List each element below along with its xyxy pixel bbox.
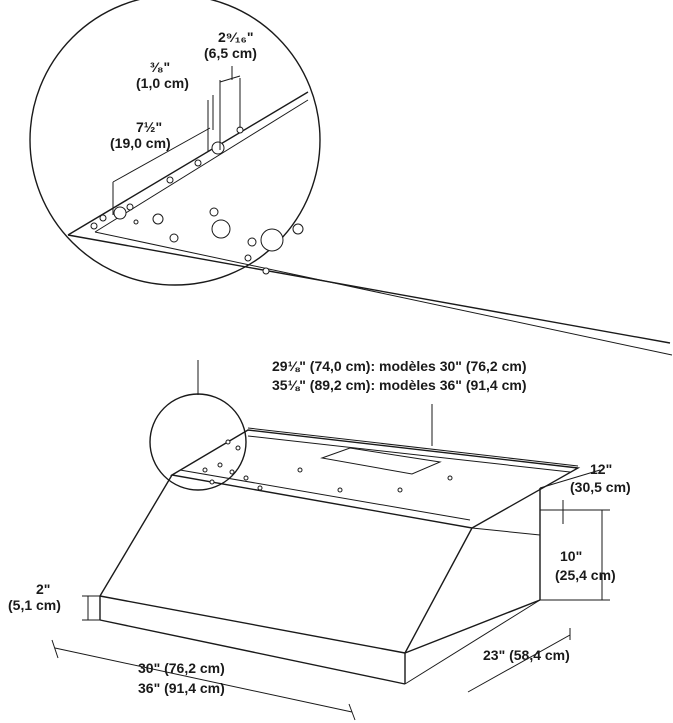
hood-top-flange-back <box>247 435 571 473</box>
hood-vent-cutout <box>320 447 442 475</box>
dim-a-cm: (6,5 cm) <box>204 45 257 61</box>
hood-side-top <box>471 527 541 536</box>
dim-b-cm: (1,0 cm) <box>136 75 189 91</box>
front-width-line-1: 30" (76,2 cm) <box>138 660 225 676</box>
hood-top-panel <box>170 429 581 529</box>
dim-a-inch: 2⁹⁄₁₆" <box>218 29 254 45</box>
front-height-cm: (5,1 cm) <box>8 597 61 613</box>
hood-left-slope-edge <box>99 474 173 597</box>
top-depth-cm: (30,5 cm) <box>570 479 631 495</box>
top-depth-inch: 12" <box>590 461 612 477</box>
top-width-line-1: 29⅛" (74,0 cm): modèles 30" (76,2 cm) <box>272 358 527 374</box>
front-height-inch: 2" <box>36 581 50 597</box>
front-width-line-2: 36" (91,4 cm) <box>138 680 225 696</box>
detail-dimension-lines <box>112 66 241 215</box>
plate-top-edge <box>67 91 309 236</box>
dim-c-inch: 7½" <box>136 119 162 135</box>
range-hood <box>99 429 581 685</box>
plate-top-edge-inner <box>94 99 309 233</box>
dim-c-cm: (19,0 cm) <box>110 135 171 151</box>
plate-front-edge-inner <box>94 231 673 356</box>
detail-callout-circle <box>149 393 247 491</box>
hood-front-strip-top <box>99 595 406 654</box>
magnifier-circle <box>29 0 321 286</box>
hood-front-slope-edge <box>404 527 473 654</box>
detail-magnifier: 2⁹⁄₁₆" (6,5 cm) ³⁄₈" (1,0 cm) 7½" (19,0 … <box>29 0 673 395</box>
plate-front-edge <box>67 234 671 344</box>
dim-b-inch: ³⁄₈" <box>150 59 170 75</box>
height-inch: 10" <box>560 548 582 564</box>
hood-top-holes <box>202 439 453 493</box>
hood-bottom-side-edge <box>404 599 541 685</box>
hood-top-flange <box>179 469 471 521</box>
plate-holes <box>90 126 304 275</box>
height-cm: (25,4 cm) <box>555 567 616 583</box>
bottom-depth: 23" (58,4 cm) <box>483 647 570 663</box>
hood-dimension-lines <box>51 404 610 721</box>
hood-side-bottom <box>404 599 541 654</box>
top-width-line-2: 35⅛" (89,2 cm): modèles 36" (91,4 cm) <box>272 377 527 393</box>
hood-front-strip-bottom <box>99 619 406 685</box>
